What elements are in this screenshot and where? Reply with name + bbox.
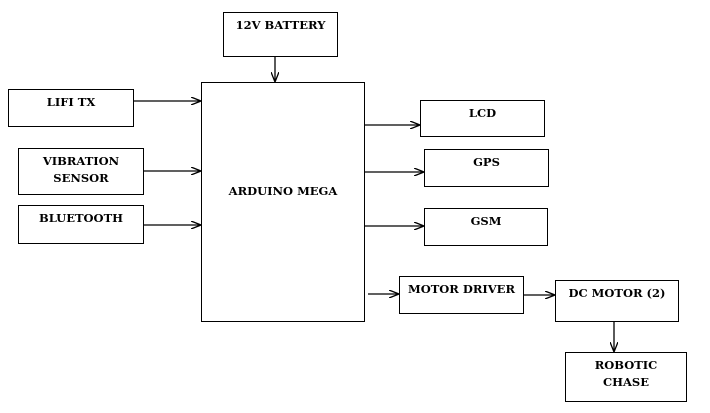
- lifi-tx-block: LIFI TX: [8, 89, 134, 127]
- dc-motor-block: DC MOTOR (2): [555, 280, 679, 322]
- arduino-label: ARDUINO MEGA: [228, 184, 338, 198]
- gsm-label: GSM: [470, 214, 502, 228]
- arduino-block: ARDUINO MEGA: [201, 82, 365, 322]
- dc-motor-label: DC MOTOR (2): [568, 286, 666, 300]
- robotic-chase-label-line1: ROBOTIC: [594, 358, 658, 372]
- bluetooth-block: BLUETOOTH: [18, 205, 144, 244]
- battery-label: 12V BATTERY: [235, 18, 326, 32]
- motor-driver-label: MOTOR DRIVER: [407, 282, 516, 296]
- gsm-block: GSM: [424, 208, 548, 246]
- robotic-chase-block: ROBOTIC CHASE: [565, 352, 687, 402]
- lcd-block: LCD: [420, 100, 545, 137]
- lifi-tx-label: LIFI TX: [46, 95, 96, 109]
- vibration-sensor-label-line1: VIBRATION: [42, 154, 120, 168]
- vibration-sensor-label-line2: SENSOR: [53, 171, 109, 185]
- lcd-label: LCD: [468, 106, 497, 120]
- robotic-chase-label-line2: CHASE: [602, 375, 649, 389]
- gps-block: GPS: [424, 149, 549, 187]
- battery-block: 12V BATTERY: [223, 12, 338, 57]
- motor-driver-block: MOTOR DRIVER: [399, 276, 524, 314]
- gps-label: GPS: [473, 155, 500, 169]
- bluetooth-label: BLUETOOTH: [39, 211, 123, 225]
- vibration-sensor-block: VIBRATION SENSOR: [18, 148, 144, 195]
